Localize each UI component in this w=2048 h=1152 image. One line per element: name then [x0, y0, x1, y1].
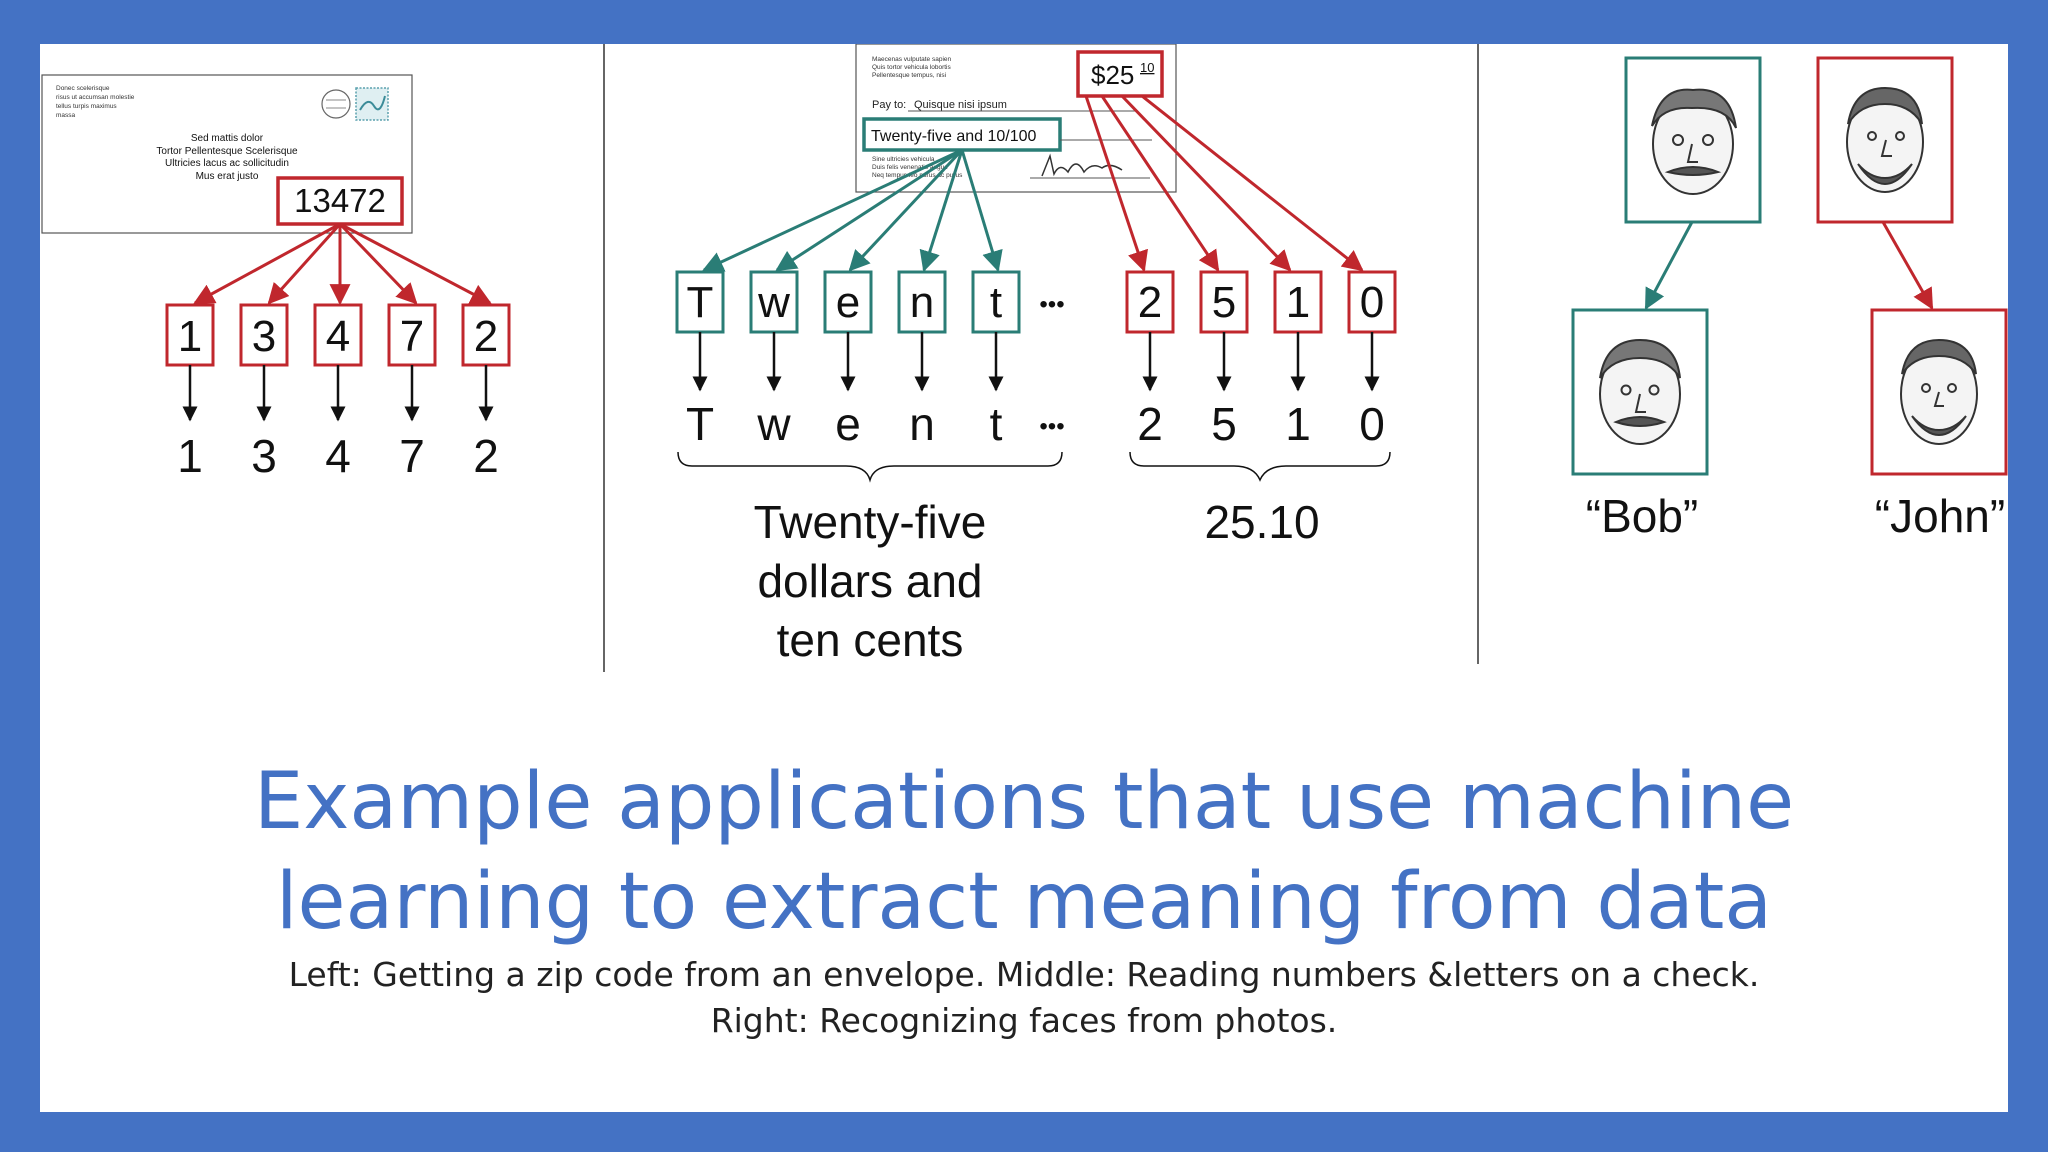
- slide: Donec scelerisque risus ut accumsan mole…: [40, 44, 2008, 1112]
- zip-split-arrows: [193, 222, 492, 306]
- caption-line: Left: Getting a zip code from an envelop…: [288, 955, 1760, 994]
- letters-brace: [677, 451, 1063, 483]
- check-number: 1: [1273, 270, 1323, 334]
- letter-output-ellipsis: •••: [1039, 413, 1064, 440]
- check-memo-line: Neq tempus leo purus ac purus: [872, 172, 963, 179]
- words-meaning-line: ten cents: [777, 614, 964, 666]
- title-line: learning to extract meaning from data: [275, 857, 1773, 947]
- amount-words-box: [862, 117, 1062, 152]
- check-letter: n: [897, 270, 947, 334]
- svg-text:5: 5: [1212, 278, 1236, 327]
- name-bob: “Bob”: [1586, 490, 1698, 542]
- envelope-recipient-line: Sed mattis dolor: [191, 133, 264, 144]
- check-memo-line: Duis felis venenatis augue: [872, 164, 948, 171]
- number-output: 2: [1137, 398, 1163, 450]
- amount-cents: 10: [1140, 60, 1154, 75]
- svg-text:T: T: [687, 278, 714, 327]
- stamp-icon: [355, 87, 389, 121]
- zip-digit: 4: [313, 303, 363, 367]
- check-output-arrows: [692, 332, 1380, 392]
- zip-digit: 3: [239, 303, 289, 367]
- zip-digit: 2: [461, 303, 511, 367]
- numbers-brace: [1129, 451, 1391, 482]
- svg-text:e: e: [836, 278, 860, 327]
- pay-to-label: Pay to:: [872, 99, 906, 111]
- check-header-line: Quis tortor vehicula lobortis: [872, 64, 952, 71]
- letter-split-arrows: [702, 148, 1003, 273]
- amount-dollars: $25: [1091, 60, 1134, 90]
- title-line: Example applications that use machine: [253, 757, 1795, 847]
- signature-icon: [1041, 153, 1123, 177]
- letter-output: t: [990, 398, 1003, 450]
- svg-text:4: 4: [326, 312, 350, 361]
- envelope-return-line: massa: [56, 112, 76, 119]
- letter-output: n: [909, 398, 935, 450]
- slide-title: Example applications that use machine le…: [40, 752, 2008, 952]
- svg-text:7: 7: [400, 312, 424, 361]
- number-split-arrows: [1084, 94, 1364, 272]
- envelope-recipient-line: Tortor Pellentesque Scelerisque: [156, 146, 298, 157]
- svg-text:3: 3: [252, 312, 276, 361]
- check-number: 5: [1199, 270, 1249, 334]
- envelope-return-line: Donec scelerisque: [56, 85, 110, 92]
- zip-output-arrows: [182, 365, 494, 422]
- faces-panel: “Bob” “John”: [1571, 56, 2008, 542]
- check-letter: e: [823, 270, 873, 334]
- svg-text:w: w: [757, 278, 790, 327]
- zip-output: 1: [177, 430, 203, 482]
- figure: Donec scelerisque risus ut accumsan mole…: [41, 44, 2008, 672]
- svg-text:t: t: [990, 278, 1002, 327]
- zip-output: 4: [325, 430, 351, 482]
- amount-dollars-box: [1076, 50, 1164, 98]
- svg-text:0: 0: [1360, 278, 1384, 327]
- check-panel: Maecenas vulputate sapien Quis tortor ve…: [675, 44, 1397, 666]
- words-meaning-line: dollars and: [757, 555, 982, 607]
- zip-digit: 7: [387, 303, 437, 367]
- bob-face-icon: [1651, 88, 1737, 195]
- envelope-recipient-line: Ultricies lacus ac sollicitudin: [165, 158, 289, 169]
- bob-match-arrow: [1644, 221, 1694, 310]
- envelope-return-line: risus ut accumsan molestie: [56, 94, 135, 101]
- svg-text:n: n: [910, 278, 934, 327]
- words-meaning-line: Twenty-five: [754, 496, 987, 548]
- slide-caption: Left: Getting a zip code from an envelop…: [40, 952, 2008, 1044]
- svg-text:2: 2: [474, 312, 498, 361]
- number-output: 1: [1285, 398, 1311, 450]
- bob-reference-face-icon: [1599, 338, 1681, 445]
- envelope-panel: Donec scelerisque risus ut accumsan mole…: [41, 74, 511, 482]
- check-header-line: Maecenas vulputate sapien: [872, 56, 952, 63]
- number-output: 0: [1359, 398, 1385, 450]
- letters-ellipsis: •••: [1039, 291, 1064, 318]
- zip-output: 3: [251, 430, 277, 482]
- zip-code: 13472: [294, 182, 386, 219]
- caption-line: Right: Recognizing faces from photos.: [710, 1001, 1338, 1040]
- check-header-line: Pellentesque tempus, nisi: [872, 72, 946, 79]
- john-face-icon: [1846, 86, 1924, 193]
- check-memo-line: Sine ultricies vehicula: [872, 156, 935, 163]
- amount-words: Twenty-five and 10/100: [871, 128, 1037, 145]
- check-number: 0: [1347, 270, 1397, 334]
- zip-output: 2: [473, 430, 499, 482]
- envelope-recipient-line: Mus erat justo: [196, 171, 259, 182]
- postmark-icon: [321, 89, 351, 119]
- zip-digit: 1: [165, 303, 215, 367]
- check-number: 2: [1125, 270, 1175, 334]
- letter-output: e: [835, 398, 861, 450]
- john-reference-face-icon: [1900, 338, 1978, 445]
- envelope-return-line: tellus turpis maximus: [56, 103, 117, 110]
- number-output: 5: [1211, 398, 1237, 450]
- letter-output: T: [686, 398, 714, 450]
- numeric-meaning: 25.10: [1204, 496, 1319, 548]
- check-letter: w: [749, 270, 799, 334]
- zip-output: 7: [399, 430, 425, 482]
- letter-output: w: [756, 398, 791, 450]
- pay-to-value: Quisque nisi ipsum: [914, 99, 1007, 111]
- name-john: “John”: [1875, 490, 2005, 542]
- svg-text:1: 1: [1286, 278, 1310, 327]
- check-letter: t: [971, 270, 1021, 334]
- svg-text:1: 1: [178, 312, 202, 361]
- john-match-arrow: [1881, 221, 1934, 310]
- svg-text:2: 2: [1138, 278, 1162, 327]
- check-letter: T: [675, 270, 725, 334]
